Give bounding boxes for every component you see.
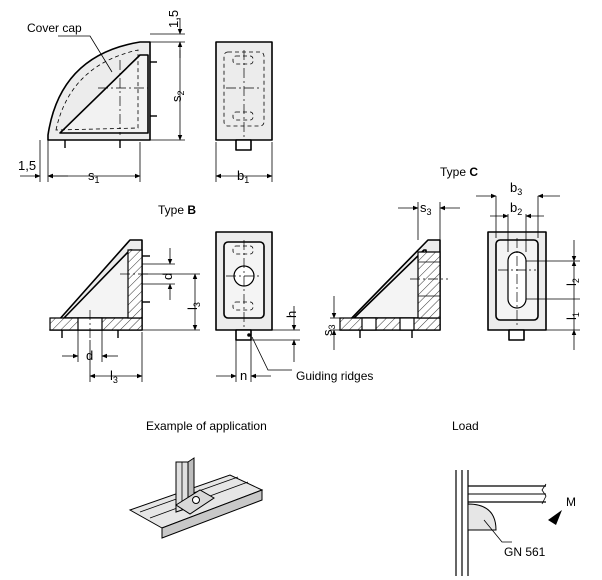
- application-illustration: [128, 457, 264, 539]
- load-illustration: [455, 470, 562, 576]
- b3-dimension: b3: [510, 180, 522, 197]
- cover-cap-front-view: [215, 41, 273, 151]
- b2-dimension: b2: [510, 200, 522, 217]
- cover-cap-label: Cover cap: [27, 21, 82, 35]
- n-dimension: n: [240, 368, 247, 383]
- b1-dimension-lines: [215, 142, 273, 182]
- type-b-d-horizontal-dimension: d: [86, 348, 93, 363]
- gn-561-label: GN 561: [504, 545, 546, 559]
- guiding-ridges-label: Guiding ridges: [296, 369, 373, 383]
- type-b-front-view: [215, 231, 273, 341]
- type-b-section-view: [49, 239, 150, 340]
- type-c-section-dimension-lines: [330, 202, 460, 350]
- example-of-application-label: Example of application: [146, 419, 267, 433]
- load-label: Load: [452, 419, 479, 433]
- s2-dimension: s2: [169, 90, 186, 102]
- cover-cap-leader: [58, 35, 113, 73]
- l1-dimension: l1: [564, 312, 581, 320]
- type-b-l3-vertical-dimension: l3: [185, 302, 202, 310]
- type-c-label: Type C: [440, 165, 478, 179]
- type-b-front-dimension-lines: [216, 306, 300, 382]
- l2-dimension: l2: [564, 278, 581, 286]
- type-b-label: Type B: [158, 203, 196, 217]
- type-c-front-dimension-lines: [476, 193, 580, 350]
- h-dimension: h: [284, 311, 299, 318]
- type-c-section-view: [339, 239, 448, 338]
- top-gap-dimension: 1,5: [166, 10, 181, 28]
- b1-dimension: b1: [237, 168, 249, 185]
- type-c-s3-side-dimension: s3: [320, 324, 337, 336]
- moment-label: M: [566, 495, 576, 509]
- cover-cap-side-view: [47, 41, 157, 148]
- type-b-dimension-lines: [62, 248, 200, 382]
- s1-dimension: s1: [88, 168, 100, 185]
- type-b-d-vertical-dimension: d: [160, 273, 175, 280]
- type-c-front-view: [487, 231, 547, 341]
- top-left-dimensions: [20, 18, 185, 182]
- type-b-l3-horizontal-dimension: l3: [110, 368, 118, 385]
- side-gap-dimension: 1,5: [18, 158, 36, 173]
- type-c-s3-top-dimension: s3: [420, 200, 432, 217]
